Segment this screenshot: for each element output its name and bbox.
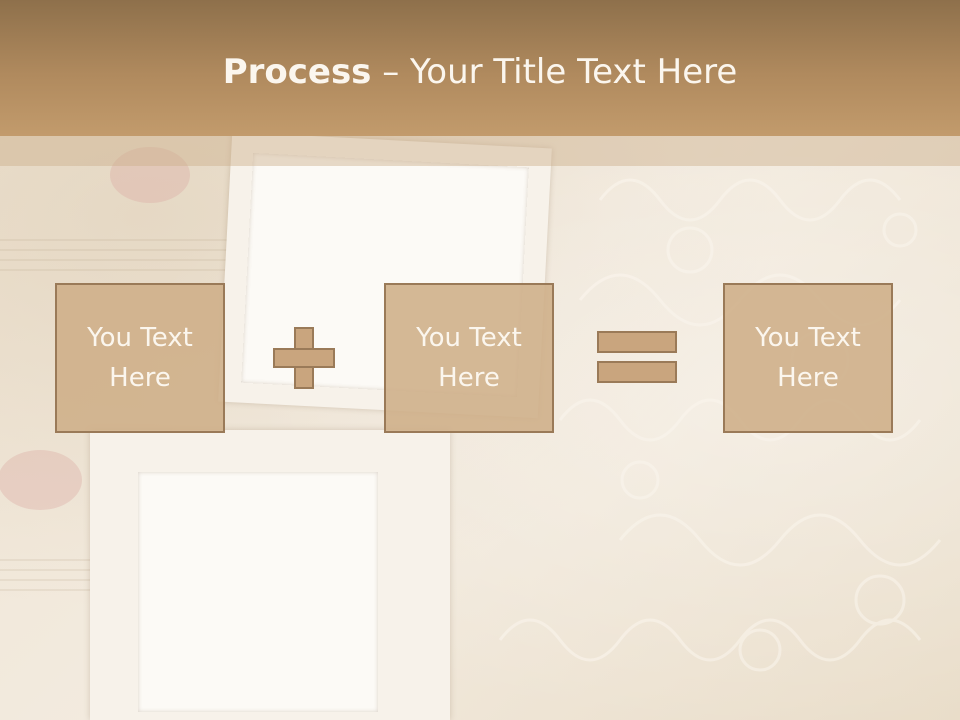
step-box-1[interactable]: You Text Here	[55, 283, 225, 433]
step-box-2-label: You Text Here	[416, 323, 522, 393]
step-box-3[interactable]: You Text Here	[723, 283, 893, 433]
plus-icon	[273, 327, 335, 389]
equals-icon	[597, 331, 677, 383]
slide-title-rest: – Your Title Text Here	[371, 52, 738, 92]
photo-frame-bottom	[90, 430, 450, 720]
title-bar	[0, 0, 960, 136]
step-box-3-label: You Text Here	[755, 323, 861, 393]
title-bar-strip	[0, 136, 960, 166]
step-box-1-label: You Text Here	[87, 323, 193, 393]
slide-title-bold: Process	[222, 52, 372, 92]
step-box-2[interactable]: You Text Here	[384, 283, 554, 433]
slide-title: Process – Your Title Text Here	[0, 52, 960, 92]
